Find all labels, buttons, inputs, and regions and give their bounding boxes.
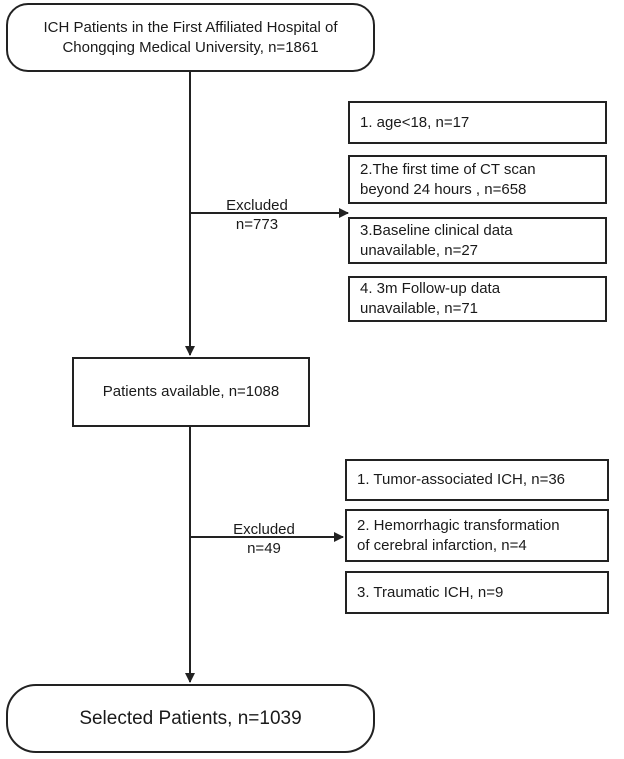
exclusion-1-item-4: 4. 3m Follow-up data unavailable, n=71 xyxy=(348,276,607,322)
middle-box: Patients available, n=1088 xyxy=(72,357,310,427)
end-box: Selected Patients, n=1039 xyxy=(6,684,375,753)
exclusion-2-item-3: 3. Traumatic ICH, n=9 xyxy=(345,571,609,614)
exclusion-1-item-3: 3.Baseline clinical data unavailable, n=… xyxy=(348,217,607,264)
exclusion-1-label: Excluded n=773 xyxy=(226,197,288,233)
exclusion-2-item-2: 2. Hemorrhagic transformation of cerebra… xyxy=(345,509,609,562)
start-box: ICH Patients in the First Affiliated Hos… xyxy=(6,3,375,72)
exclusion-1-item-1: 1. age<18, n=17 xyxy=(348,101,607,144)
exclusion-1-item-2: 2.The first time of CT scan beyond 24 ho… xyxy=(348,155,607,204)
exclusion-2-item-1: 1. Tumor-associated ICH, n=36 xyxy=(345,459,609,501)
exclusion-2-label: Excluded n=49 xyxy=(233,521,295,557)
